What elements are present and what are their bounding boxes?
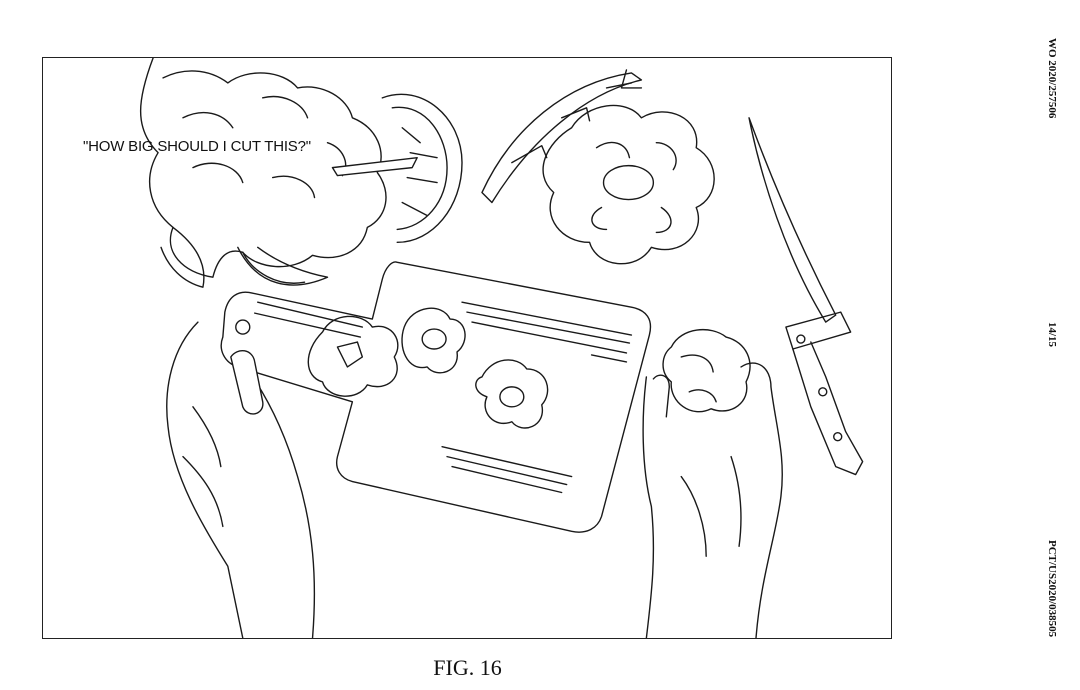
pepper-pieces-drawing [307, 307, 549, 429]
left-hand-drawing [166, 321, 316, 638]
figure-label: FIG. 16 [433, 655, 502, 680]
application-number: PCT/US2020/038505 [1046, 540, 1058, 638]
cutting-board-drawing [220, 261, 652, 533]
right-hand-drawing [642, 329, 783, 638]
knife-drawing [748, 117, 864, 476]
lettuce-drawing [140, 58, 387, 288]
page-number: 14/15 [1046, 322, 1058, 348]
kitchen-line-drawing [140, 58, 864, 638]
pepper-slice-drawing [481, 69, 643, 204]
publication-number: WO 2020/257506 [1046, 38, 1058, 119]
figure-frame: "HOW BIG SHOULD I CUT THIS?" [42, 57, 892, 639]
pepper-ring-drawing [542, 104, 715, 265]
speech-quote: "HOW BIG SHOULD I CUT THIS?" [83, 138, 311, 155]
bell-pepper-half-drawing [237, 93, 463, 286]
